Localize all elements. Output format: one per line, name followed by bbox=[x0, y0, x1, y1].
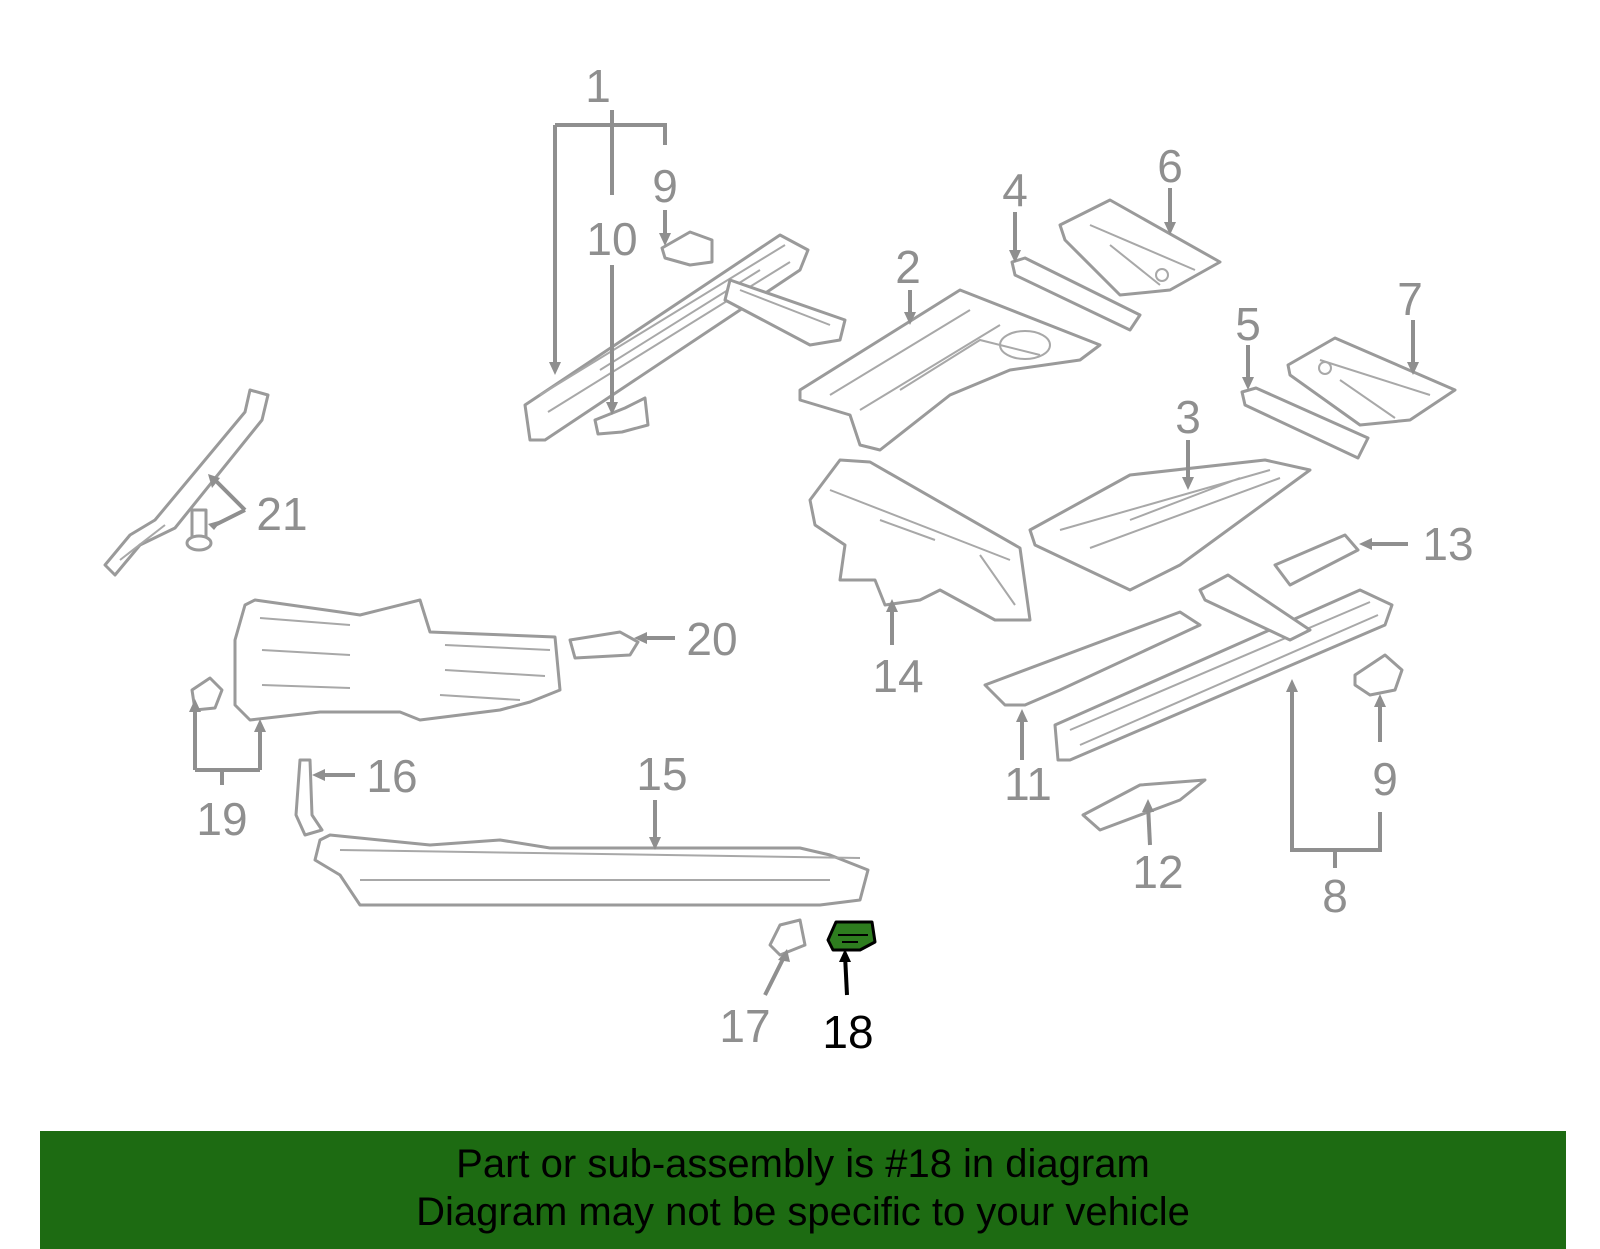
callout-18-highlighted: 18 bbox=[822, 1006, 873, 1058]
part-9-bracket-lower bbox=[1353, 653, 1404, 697]
callout-3: 4 bbox=[1002, 164, 1028, 216]
part-19-shield bbox=[190, 598, 562, 722]
callout-9-lower: 9 bbox=[1372, 753, 1398, 805]
banner-line-disclaimer: Diagram may not be specific to your vehi… bbox=[416, 1190, 1190, 1234]
part-18-highlighted[interactable] bbox=[826, 920, 877, 952]
callout-20: 20 bbox=[686, 613, 737, 665]
callout-14: 14 bbox=[872, 650, 923, 702]
part-1-floor-pan bbox=[798, 288, 1102, 452]
callout-21: 21 bbox=[256, 488, 307, 540]
part-13-bracket bbox=[1273, 533, 1360, 587]
part-17-plate bbox=[768, 918, 807, 957]
callout-9-upper: 9 bbox=[652, 160, 678, 212]
callout-8: 8 bbox=[1322, 870, 1348, 922]
part-8-rail bbox=[1053, 573, 1394, 762]
callout-4: 5 bbox=[1235, 298, 1261, 350]
part-6-panel bbox=[1286, 336, 1457, 427]
callout-16: 16 bbox=[366, 750, 417, 802]
callout-1: 2 bbox=[895, 241, 921, 293]
callout-6: 7 bbox=[1397, 273, 1423, 325]
part-16-bracket bbox=[294, 758, 324, 837]
part-10-bracket bbox=[593, 396, 650, 436]
callout-17: 17 bbox=[719, 1000, 770, 1052]
part-5-panel bbox=[1058, 198, 1222, 297]
leader-lines bbox=[193, 110, 1415, 996]
part-15-shield bbox=[313, 833, 870, 907]
leader-arrowheads bbox=[189, 222, 1419, 962]
callout-5: 6 bbox=[1157, 140, 1183, 192]
callout-12: 12 bbox=[1132, 846, 1183, 898]
part-9-bracket-upper bbox=[660, 230, 714, 267]
part-7-rail bbox=[523, 233, 847, 442]
part-20-clip bbox=[568, 630, 640, 660]
callout-13: 13 bbox=[1422, 518, 1473, 570]
part-11-member bbox=[983, 610, 1202, 707]
part-21-bolt bbox=[185, 508, 213, 552]
callout-labels: 1 9 10 2 4 6 5 7 3 13 14 11 12 9 8 21 20… bbox=[196, 60, 1473, 1058]
callout-10: 10 bbox=[586, 213, 637, 265]
callout-15: 15 bbox=[636, 748, 687, 800]
callout-11: 11 bbox=[1004, 758, 1052, 810]
callout-19: 19 bbox=[196, 793, 247, 845]
part-12-plate bbox=[1081, 778, 1207, 832]
callout-7: 1 bbox=[585, 60, 611, 112]
part-4-crossmember bbox=[1240, 386, 1370, 460]
part-3-crossmember bbox=[1010, 256, 1142, 332]
info-banner: Part or sub-assembly is #18 in diagram D… bbox=[40, 1131, 1566, 1249]
callout-2: 3 bbox=[1175, 391, 1201, 443]
banner-line-part: Part or sub-assembly is #18 in diagram bbox=[456, 1142, 1150, 1186]
part-2-floor-pan bbox=[1028, 458, 1312, 592]
part-21-rail bbox=[103, 388, 270, 577]
part-14-tunnel bbox=[808, 458, 1032, 622]
